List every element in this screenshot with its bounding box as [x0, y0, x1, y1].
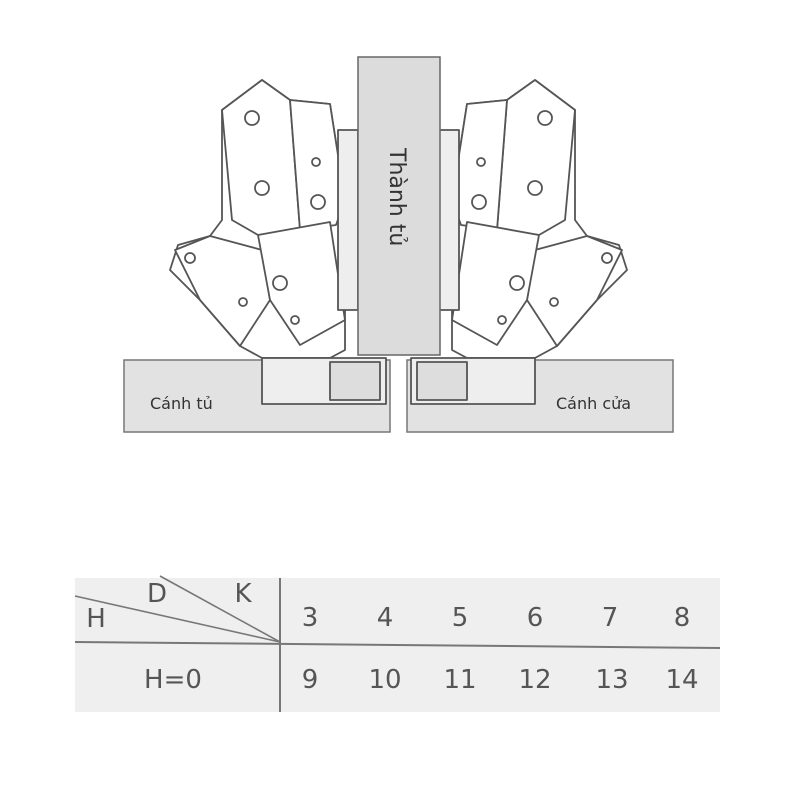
row2-cell: 13	[595, 665, 628, 695]
row1-cell: 6	[527, 603, 544, 633]
left-hinge	[169, 79, 387, 405]
cabinet-wall-label: Thành tủ	[384, 147, 409, 246]
corner-label-h: H	[86, 604, 106, 634]
right-door-label: Cánh cửa	[556, 394, 631, 413]
row2-label: H=0	[144, 665, 202, 695]
right-hinge	[410, 79, 628, 405]
corner-label-d: D	[147, 579, 167, 609]
row2-cell: 14	[665, 665, 698, 695]
row1-cell: 4	[377, 603, 394, 633]
row1-cell: 5	[452, 603, 469, 633]
spec-table: H D K H=0 3 4 5 6 7 8 9 10 11 12 13 14	[74, 575, 721, 712]
row2-cell: 12	[518, 665, 551, 695]
row1-cell: 8	[674, 603, 691, 633]
corner-label-k: K	[234, 579, 252, 609]
left-door-label: Cánh tủ	[150, 394, 213, 413]
row1-cell: 3	[302, 603, 319, 633]
cabinet-wall	[357, 56, 441, 356]
row2-cell: 9	[302, 665, 319, 695]
row2-cell: 11	[443, 665, 476, 695]
row1-cell: 7	[602, 603, 619, 633]
row2-cell: 10	[368, 665, 401, 695]
